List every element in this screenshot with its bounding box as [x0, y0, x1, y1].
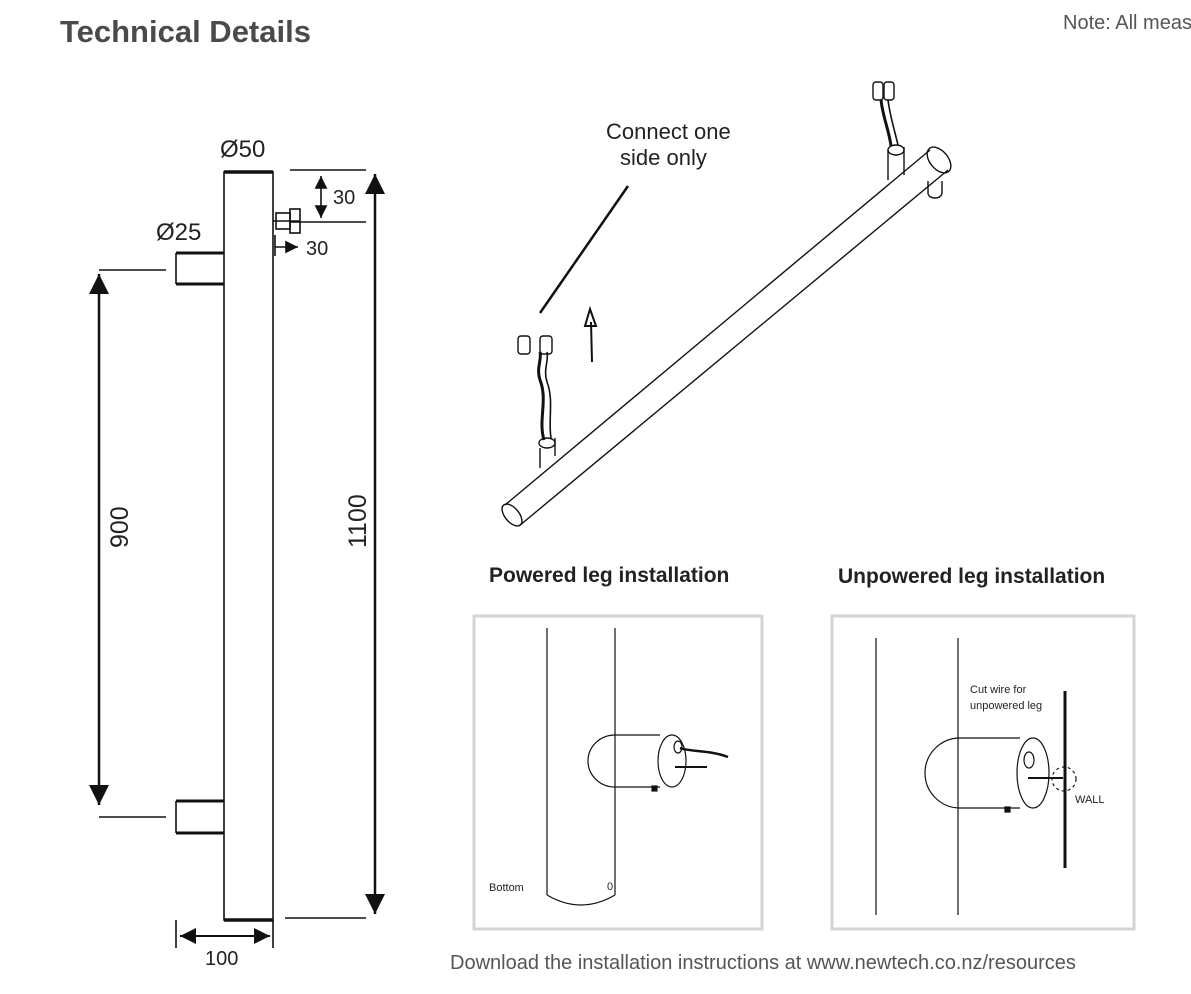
powered-leg-illustration [546, 628, 729, 906]
left-leg-with-wires [517, 335, 556, 468]
bracket-diameter-label: Ø25 [156, 219, 201, 246]
rail-perspective [501, 146, 952, 527]
up-arrow [583, 305, 598, 363]
wire-offset-horizontal-label: 30 [306, 238, 328, 260]
wall-label: WALL [1075, 794, 1105, 806]
cut-wire-line-1: Cut wire for [970, 684, 1027, 696]
cut-wire-line-2: unpowered leg [970, 700, 1042, 712]
top-bracket [175, 251, 224, 286]
towel-rail-body [223, 171, 274, 921]
overall-height-label: 1100 [344, 494, 372, 548]
callout-text: Connect one side only [606, 119, 731, 170]
bottom-bracket [175, 799, 224, 835]
callout-line-2: side only [620, 145, 707, 170]
unpowered-leg-panel [830, 614, 1136, 931]
bottom-zero-mark: 0 [607, 881, 613, 893]
wire-connector [273, 208, 301, 234]
overall-depth-label: 100 [205, 948, 238, 970]
callout-line-1: Connect one [606, 119, 731, 144]
bottom-label: Bottom [489, 882, 524, 894]
bracket-spacing-label: 900 [106, 506, 134, 548]
unpowered-leg-title: Unpowered leg installation [838, 565, 1105, 588]
powered-leg-title: Powered leg installation [489, 564, 729, 587]
unpowered-leg-illustration [875, 638, 1077, 915]
powered-leg-panel [472, 614, 764, 931]
download-instructions-text: Download the installation instructions a… [450, 952, 1076, 974]
page-title: Technical Details [60, 14, 311, 49]
wire-offset-vertical-label: 30 [333, 187, 355, 209]
right-leg-with-wires [872, 81, 905, 180]
dimension-drawing [89, 169, 385, 948]
rail-diameter-label: Ø50 [220, 136, 265, 163]
perspective-view [501, 81, 952, 527]
measurement-note: Note: All meas [1063, 12, 1191, 34]
dimension-labels: Ø50 Ø25 30 30 900 1100 100 [106, 136, 372, 970]
